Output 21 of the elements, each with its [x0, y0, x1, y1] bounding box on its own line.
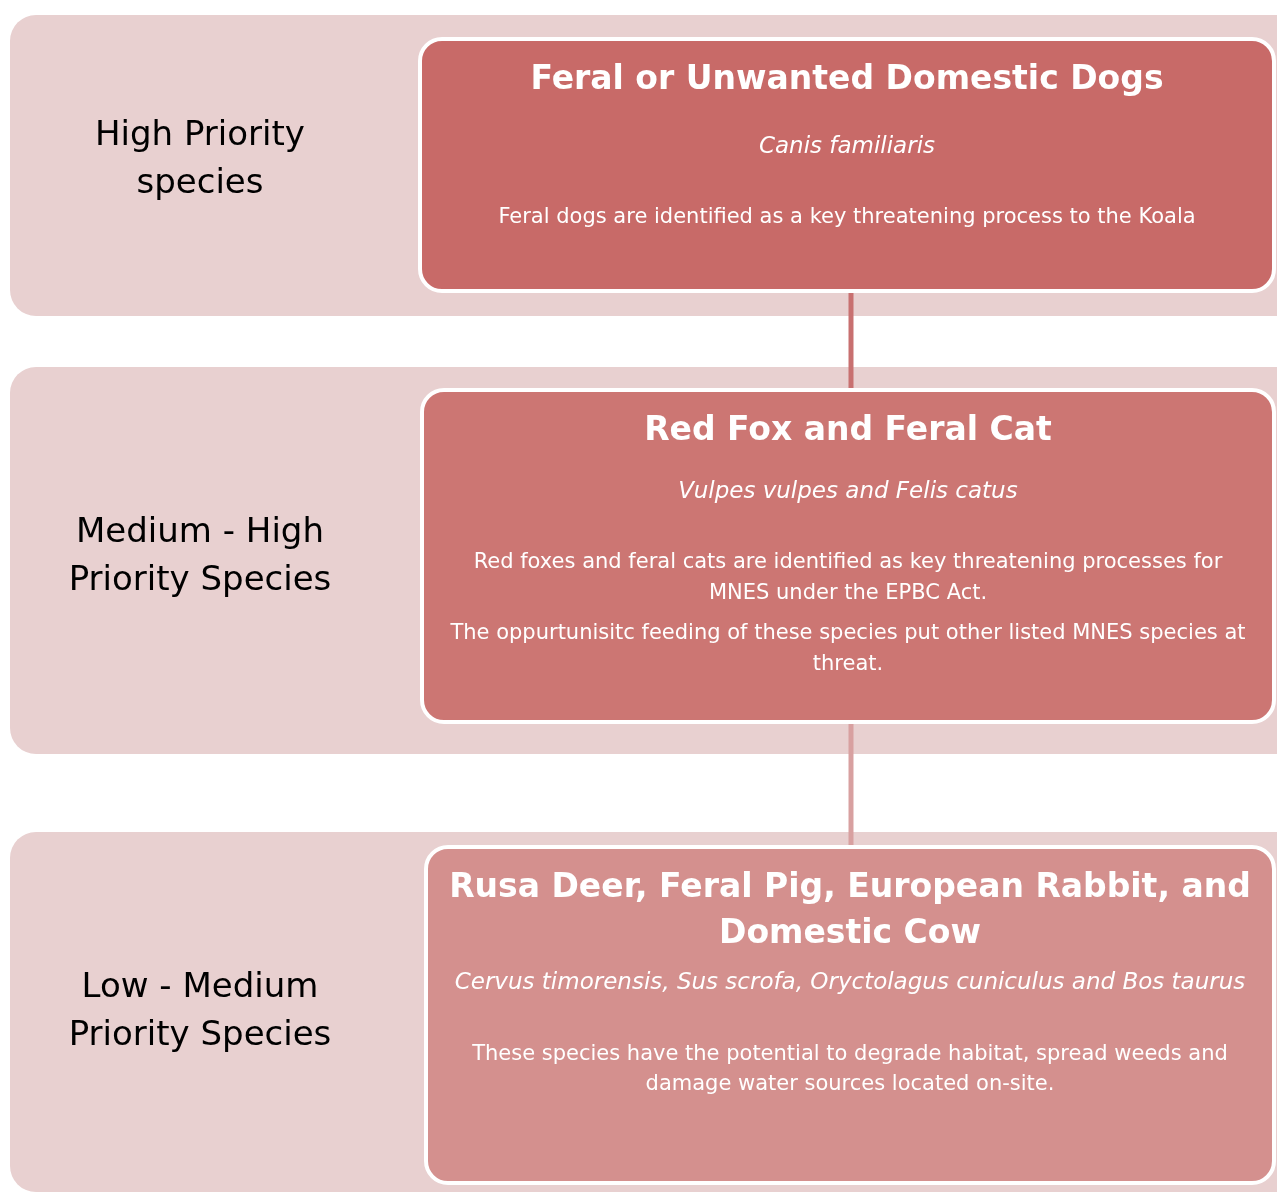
priority-label: Low - Medium Priority Species: [67, 964, 333, 1055]
priority-band: [10, 15, 1277, 316]
scientific-name: Canis familiaris: [757, 131, 937, 161]
description: The oppurtunisitc feeding of these species put other listed MNES species at threat.: [449, 619, 1247, 677]
priority-band: [10, 367, 1277, 754]
description: Feral dogs are identified as a key threatening process to the Koala: [497, 203, 1197, 231]
description: Red foxes and feral cats are identified as key threatening processes for MNES under the EPBC Act.: [472, 548, 1224, 606]
priority-label: High Priority species: [94, 112, 306, 203]
species-heading: Rusa Deer, Feral Pig, European Rabbit, and Domestic Cow: [448, 865, 1252, 954]
species-heading: Red Fox and Feral Cat: [643, 408, 1053, 450]
scientific-name: Vulpes vulpes and Felis catus: [677, 476, 1019, 506]
connector-line: [848, 293, 854, 388]
species-card: [424, 845, 1276, 1185]
species-heading: Feral or Unwanted Domestic Dogs: [529, 57, 1165, 99]
species-card: [420, 388, 1276, 724]
scientific-name: Cervus timorensis, Sus scrofa, Oryctolagus cuniculus and Bos taurus: [453, 967, 1247, 997]
connector-line: [848, 724, 854, 845]
priority-label: Medium - High Priority Species: [67, 509, 333, 600]
species-card: [418, 37, 1276, 293]
priority-band: [10, 832, 1277, 1192]
description: These species have the potential to degrade habitat, spread weeds and damage water sources located on-site.: [471, 1039, 1229, 1097]
